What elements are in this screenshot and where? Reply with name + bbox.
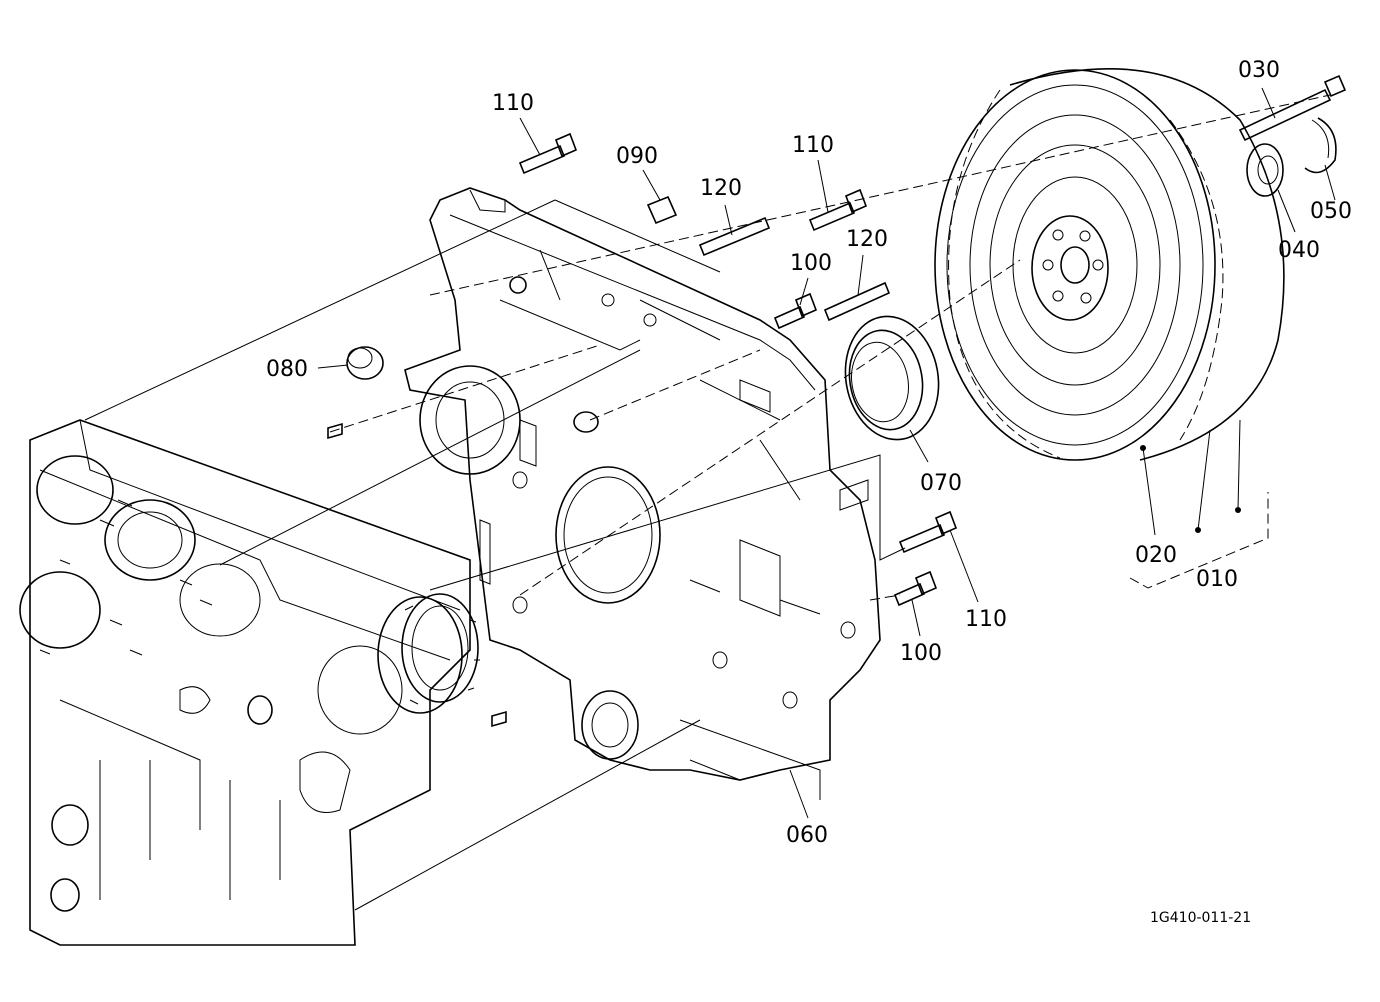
leader-lines	[317, 87, 1336, 819]
flywheel	[934, 68, 1285, 461]
bolt-100-upper	[773, 292, 818, 330]
label-040: 040	[1278, 238, 1320, 263]
label-030: 030	[1238, 58, 1280, 83]
dowel-pins	[327, 422, 507, 728]
label-100-upper: 100	[790, 251, 832, 276]
label-100-lower: 100	[900, 641, 942, 666]
label-120-lower: 120	[846, 227, 888, 252]
crank-gear	[377, 593, 480, 714]
bolt-100-lower	[893, 570, 938, 607]
engine-block	[19, 419, 471, 946]
bolt-110-lower	[898, 510, 958, 554]
oil-seal	[844, 315, 940, 441]
plug-080	[346, 346, 384, 380]
bolt-110-mid	[808, 188, 868, 232]
drawing-number: 1G410-011-21	[1150, 910, 1251, 926]
label-090: 090	[616, 144, 658, 169]
bolt-110-top	[518, 132, 578, 175]
group-bracket-010	[1129, 492, 1269, 589]
label-110-top: 110	[492, 91, 534, 116]
stud-120-upper	[698, 216, 771, 257]
label-020: 020	[1135, 543, 1177, 568]
label-080: 080	[266, 357, 308, 382]
label-120-upper: 120	[700, 176, 742, 201]
label-110-lower: 110	[965, 607, 1007, 632]
label-110-mid: 110	[792, 133, 834, 158]
plug-090	[646, 195, 678, 225]
bolt-030	[1238, 74, 1347, 142]
part-labels: 110 090 120 110 100 120 080 070 030 040 …	[266, 58, 1352, 848]
assembly-center-lines	[84, 94, 1331, 911]
label-070: 070	[920, 471, 962, 496]
label-060: 060	[786, 823, 828, 848]
snap-ring-050	[1304, 117, 1337, 174]
flywheel-housing	[404, 187, 881, 800]
label-010: 010	[1196, 567, 1238, 592]
label-050: 050	[1310, 199, 1352, 224]
bearing-040	[1246, 143, 1284, 197]
stud-120-lower	[823, 281, 891, 322]
